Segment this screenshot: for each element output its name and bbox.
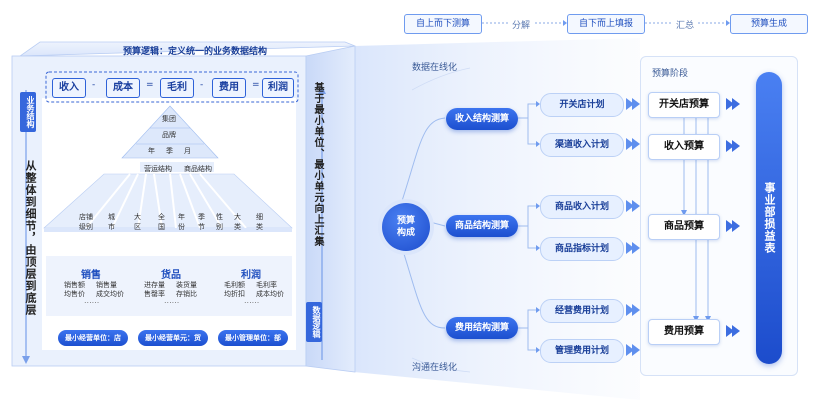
card-goods-more: ...... [164,296,180,305]
card-goods: 货品 进存量 装货量 售罄率 存销比 ...... [134,262,208,310]
card-sales-more: ...... [84,296,100,305]
leaf-region: 大区 [134,213,141,231]
stage-goods-budget: 商品预算 [648,214,720,240]
structure-revenue: 收入结构测算 [446,108,518,130]
pyramid-year: 年 [148,147,155,155]
pyramid-brand: 品牌 [162,131,176,139]
card-sales: 销售 销售额 销售量 均售价 成交均价 ...... [54,262,128,310]
flow-step-generate: 预算生成 [730,14,808,34]
plan-store-open-close: 开关店计划 [540,93,624,117]
card-profit-more: ...... [244,296,260,305]
card-goods-item: 存销比 [176,290,197,298]
card-profit: 利润 毛利额 毛利率 均折扣 成本均价 ...... [214,262,288,310]
stage-store-budget: 开关店预算 [648,92,720,118]
leaf-gender: 性别 [216,213,223,231]
stage-expense-budget: 费用预算 [648,319,720,345]
plan-goods-revenue: 商品收入计划 [540,195,624,219]
leaf-national: 全国 [158,213,165,231]
card-sales-title: 销售 [81,270,101,281]
card-goods-item: 售罄率 [144,290,165,298]
pyramid-month: 月 [184,147,191,155]
pyramid-quarter: 季 [166,147,173,155]
label-comm-online: 沟通在线化 [412,363,458,373]
chip-cost: 成本 [106,78,140,98]
card-goods-item: 进存量 [144,281,165,289]
division-pl-label: 事业部损益表 [763,182,776,254]
card-sales-item: 销售量 [96,281,117,289]
cube-title: 预算逻辑：定义统一的业务数据结构 [122,47,267,57]
card-goods-title: 货品 [161,270,181,281]
chip-expense: 费用 [212,78,246,98]
leaf-season: 季节 [198,213,205,231]
pyramid-goods-structure: 商品结构 [184,165,212,173]
structure-goods: 商品结构测算 [446,215,518,237]
unit-pill-store: 最小经营单位：店 [58,330,128,346]
unit-pill-dept: 最小管理单位：部 [218,330,288,346]
flow-step-top-down: 自上而下测算 [404,14,482,34]
left-badge: 业务结构 [20,92,36,132]
chip-gross-profit: 毛利 [160,78,194,98]
label-data-online: 数据在线化 [412,63,458,73]
pyramid-group: 集团 [162,115,176,123]
plan-goods-index: 商品指标计划 [540,237,624,261]
chip-sep-4: = [252,80,260,90]
card-profit-title: 利润 [241,270,261,281]
budget-composition-circle: 预算构成 [382,203,430,251]
card-profit-item: 毛利额 [224,281,245,289]
card-sales-item: 销售额 [64,281,85,289]
stage-revenue-budget: 收入预算 [648,134,720,160]
flow-step-bottom-up: 自下而上填报 [567,14,645,34]
chip-sep-2: = [146,80,154,90]
leaf-store-level: 店铺级别 [79,213,93,231]
chip-revenue: 收入 [52,78,86,98]
leaf-city: 城市 [108,213,115,231]
leaf-category: 大类 [234,213,241,231]
right-description: 基于最小单位、最小单元向上汇集 [312,82,323,247]
card-profit-item: 成本均价 [256,290,284,298]
pyramid-ops-structure: 营运结构 [144,165,172,173]
flow-arrow-label-decompose: 分解 [512,21,531,31]
structure-expense: 费用结构测算 [446,317,518,339]
card-sales-item: 均售价 [64,290,85,298]
card-profit-item: 均折扣 [224,290,245,298]
card-goods-item: 装货量 [176,281,197,289]
card-sales-item: 成交均价 [96,290,124,298]
unit-pill-goods: 最小经营单元：货 [138,330,208,346]
division-pl-statement: 事业部损益表 [756,72,782,364]
chip-sep-3: - [200,80,204,90]
leaf-subcategory: 细类 [256,213,263,231]
right-badge: 数据逻辑 [306,302,322,342]
flow-arrow-label-summary: 汇总 [676,21,695,31]
plan-operating-expense: 经营费用计划 [540,299,624,323]
chip-sep-1: - [92,80,96,90]
budget-composition-label: 预算构成 [396,216,415,238]
top-flow-arrows [482,20,730,26]
card-profit-item: 毛利率 [256,281,277,289]
plan-channel-revenue: 渠道收入计划 [540,133,624,157]
plan-admin-expense: 管理费用计划 [540,339,624,363]
left-description: 从整体到细节，由顶层到底层 [24,160,37,316]
chip-profit: 利润 [262,78,294,98]
leaf-year: 年份 [178,213,185,231]
stage-title: 预算阶段 [652,69,689,79]
